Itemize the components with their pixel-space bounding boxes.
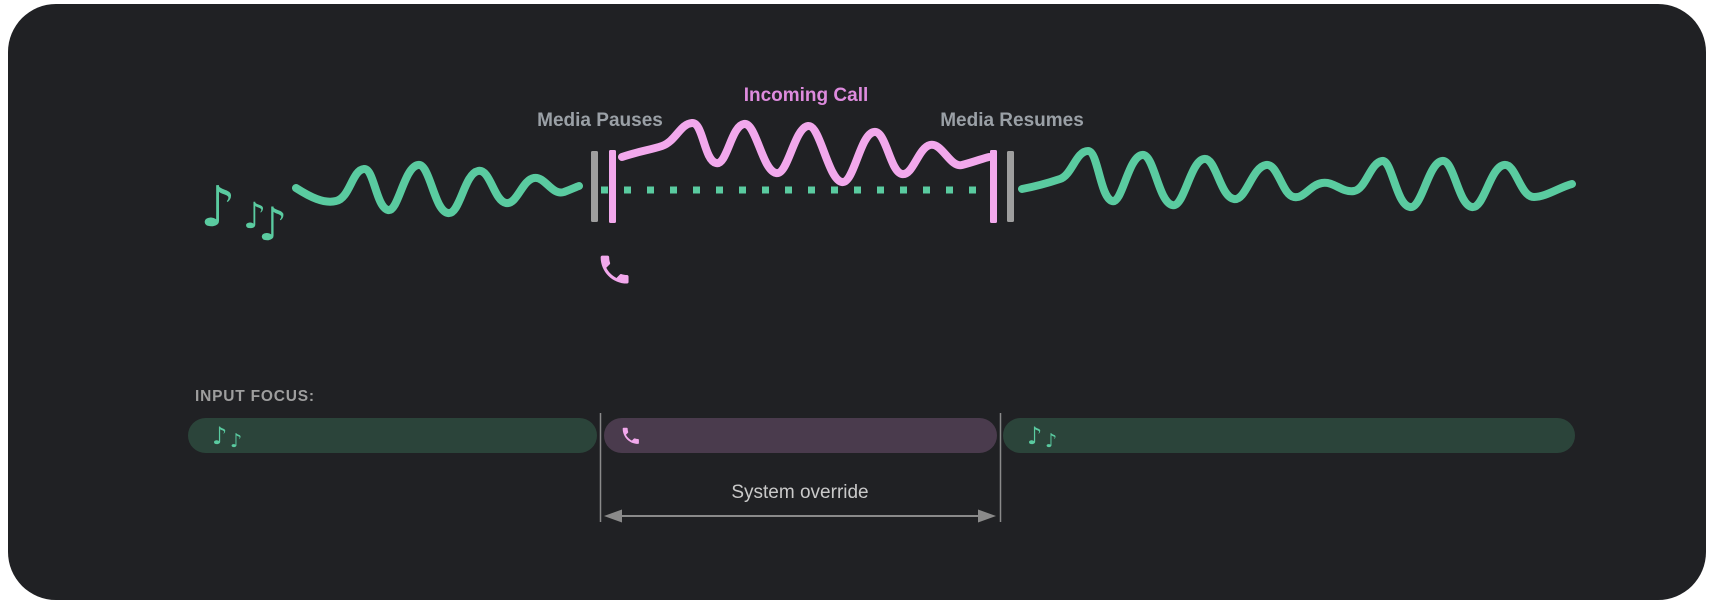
- pause-marker-pink-bar: [609, 150, 616, 223]
- input-focus-row: INPUT FOCUS: ♪ ♪: [188, 388, 1575, 523]
- music-note-glyph: ♪: [212, 422, 227, 450]
- input-focus-heading: INPUT FOCUS:: [195, 388, 315, 405]
- music-notes-icon: ♪ ♪: [212, 422, 242, 452]
- music-note-glyph: ♪: [258, 197, 287, 251]
- music-note-glyph: ♪: [230, 430, 242, 452]
- media-waveform-before: [292, 161, 583, 217]
- incoming-call-label: Incoming Call: [744, 85, 869, 106]
- focus-bar-media-after: [1003, 418, 1575, 453]
- media-waveform-after: [1018, 147, 1576, 211]
- timeline-row: Media Pauses Incoming Call Media Resumes…: [200, 85, 1576, 284]
- music-note-glyph: ♪: [200, 175, 236, 240]
- music-note-glyph: ♪: [1027, 422, 1042, 450]
- call-waveform: [618, 119, 993, 186]
- system-override-arrow: [604, 509, 996, 523]
- music-note-glyph: ♪: [243, 196, 266, 237]
- media-resume-marker: [990, 150, 1014, 223]
- phone-icon-glyph: [622, 427, 639, 444]
- phone-icon-glyph: [600, 255, 629, 284]
- focus-segment-media-after: ♪ ♪: [1003, 418, 1575, 453]
- phone-icon: [600, 255, 629, 284]
- focus-segment-media-before: ♪ ♪: [188, 418, 597, 453]
- focus-segment-call: [604, 418, 997, 453]
- pause-marker-gray-bar: [591, 151, 598, 222]
- arrow-head-left: [604, 509, 622, 523]
- arrow-head-right: [978, 509, 996, 523]
- media-resumes-label: Media Resumes: [940, 110, 1084, 131]
- music-note-glyph: ♪: [1045, 430, 1057, 452]
- focus-bar-call: [604, 418, 997, 453]
- music-notes-icon: ♪ ♪: [1027, 422, 1057, 452]
- resume-marker-pink-bar: [990, 150, 997, 223]
- system-override-label: System override: [731, 482, 868, 503]
- music-notes-icon: ♪ ♪ ♪: [200, 175, 287, 251]
- resume-marker-gray-bar: [1007, 151, 1014, 222]
- focus-bar-media-before: [188, 418, 597, 453]
- phone-icon: [622, 427, 639, 444]
- media-pauses-label: Media Pauses: [537, 110, 663, 131]
- media-pause-marker: [591, 150, 616, 223]
